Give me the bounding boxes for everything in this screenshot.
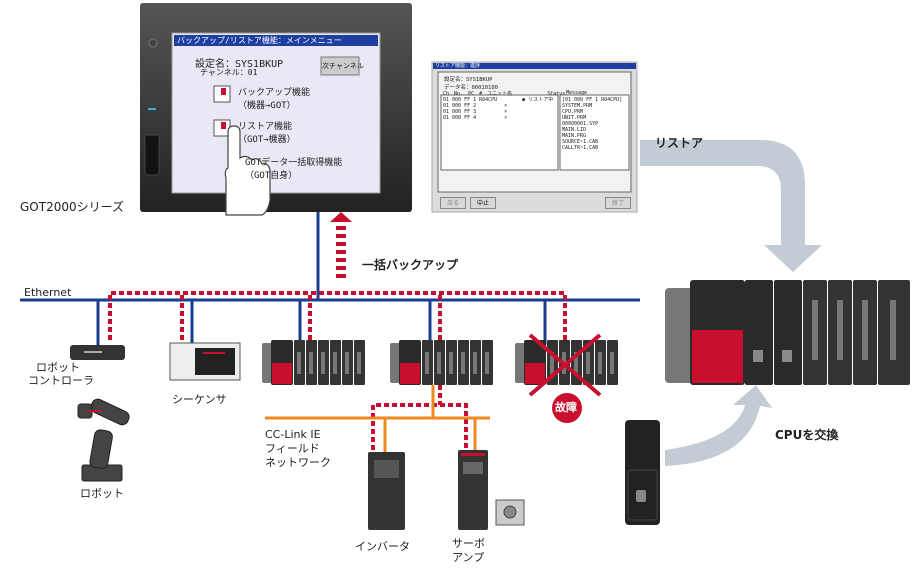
sequencer-label: シーケンサ (172, 393, 227, 406)
message-line: SYSTEM.PRM (562, 103, 593, 109)
ethernet-label: Ethernet (24, 286, 72, 299)
plc-1 (262, 340, 365, 385)
fault-cross (528, 333, 602, 397)
cpu-replace-arrow (665, 385, 772, 466)
finish-button[interactable]: 終了 (605, 197, 631, 209)
channel: チャンネル：01 (200, 68, 258, 77)
message-header: Message (566, 90, 588, 96)
bulk-function-button[interactable]: GOTデータ一括取得機能 （GOT自身） (245, 155, 342, 181)
backup-label: バックアップ機能 (238, 88, 311, 98)
backup-path (108, 291, 567, 450)
robot-controller-label: ロボットコントローラ (28, 361, 94, 388)
message-line: UNIT.PRM (562, 115, 587, 121)
bulk-backup-arrow (330, 212, 352, 278)
message-line: [01 000 FF 1 R04CPU] (562, 97, 623, 103)
plc-2 (390, 340, 493, 385)
back-button[interactable]: 戻る (440, 197, 466, 209)
message-line: CALLTR~1.CAB (562, 145, 599, 151)
fault-badge (552, 393, 582, 423)
hand-icon (224, 125, 271, 216)
message-line: MAIN.LID (562, 127, 587, 133)
fault-label: 故障 (555, 401, 577, 414)
backup-function-button[interactable]: バックアップ機能 （機器→GOT） (238, 85, 310, 111)
message-line: SOURCE~1.CAB (562, 139, 599, 145)
restore-arrow (640, 140, 822, 272)
bulk-backup-label: 一括バックアップ (362, 258, 459, 272)
got-screen-title: バックアップ/リストア機能：メインメニュー (177, 36, 342, 45)
message-line: CPU.PRM (562, 109, 584, 115)
robot (77, 398, 130, 482)
abort-button[interactable]: 中止 (470, 197, 496, 209)
cpu-replace-label: CPUを交換 (775, 428, 839, 442)
restore-label: リストア (655, 136, 704, 150)
restore-direction: （GOT→機器） (238, 135, 296, 145)
setting-name: 設定名：SYS1BKUP (195, 59, 284, 70)
restore-function-button[interactable]: リストア機能 （GOT→機器） (238, 119, 296, 145)
got-series-label: GOT2000シリーズ (20, 200, 125, 214)
servo-label: サーボアンプ (452, 537, 485, 564)
restore-label: リストア機能 (238, 122, 293, 132)
robot-label: ロボット (80, 487, 124, 500)
replaced-plc (665, 280, 910, 385)
bulk-label: GOTデータ一括取得機能 (245, 158, 343, 168)
restore-screen-title: リストア機能：進捗 (435, 63, 481, 69)
restore-table-header: Ch No. PC # ユニット名 Status (443, 91, 566, 97)
message-line: 00000001.SYP (562, 121, 599, 127)
next-channel-button[interactable]: 次チャンネル (322, 62, 364, 70)
message-line: MAIN.PRG (562, 133, 587, 139)
bulk-target: （GOT自身） (245, 171, 298, 181)
cclink-line (265, 385, 490, 452)
inverter-label: インバータ (355, 540, 410, 553)
backup-direction: （機器→GOT） (238, 101, 296, 111)
